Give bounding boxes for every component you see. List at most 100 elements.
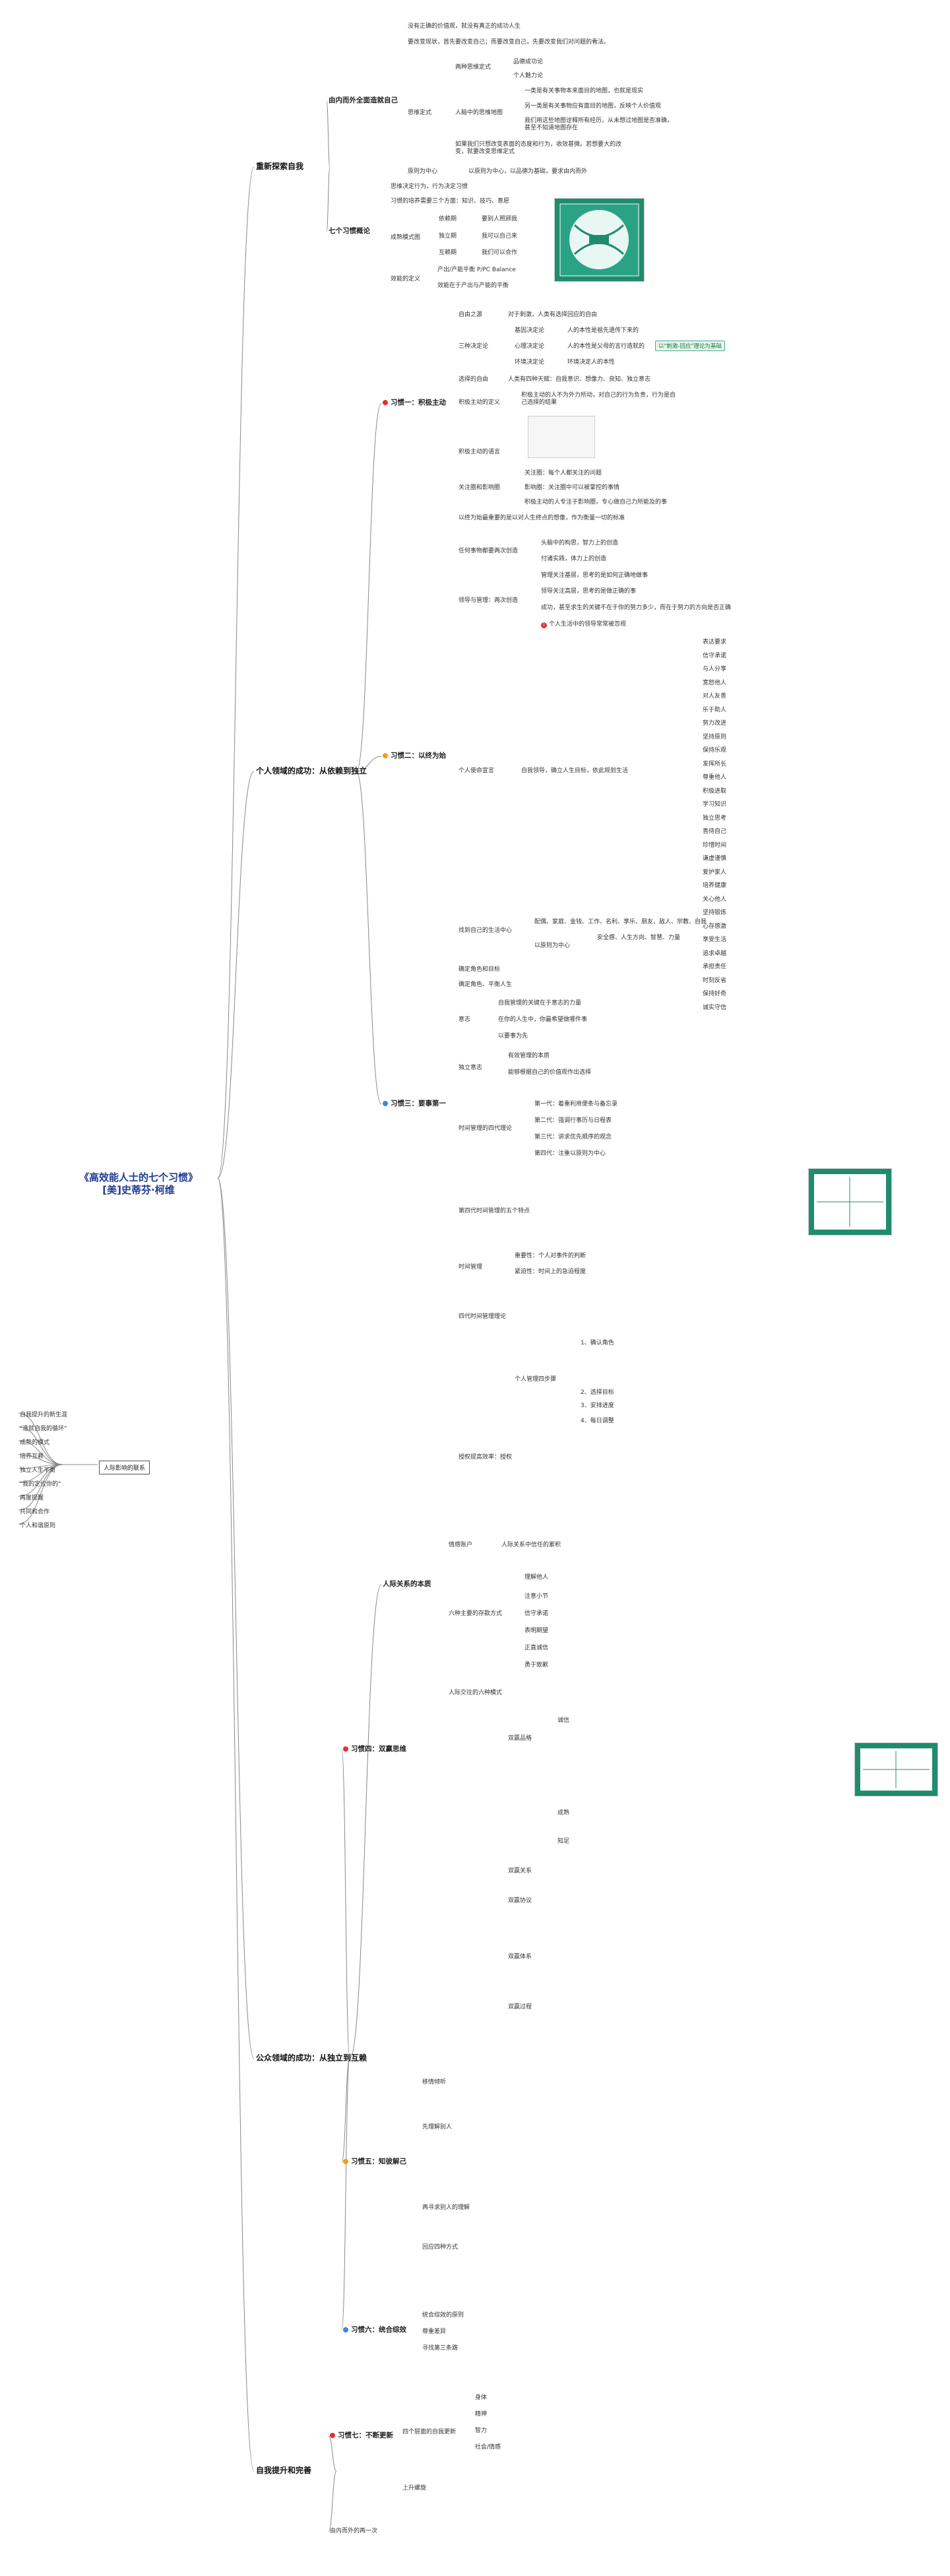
s1-p1[interactable]: 两种思维定式 (455, 64, 491, 71)
connector-line (356, 403, 382, 772)
section-self-renewal[interactable]: 自我提升和完善 (256, 2466, 312, 2475)
red-dot-icon-3 (330, 2433, 335, 2438)
h1-determinism[interactable]: 三种决定论 (459, 343, 489, 350)
h1-source[interactable]: 自由之源 (459, 312, 483, 318)
h1-definition[interactable]: 积极主动的定义 (459, 399, 501, 406)
h2-mission[interactable]: 个人使命宣言 (459, 768, 495, 774)
h3-four-steps[interactable]: 个人管理四步骤 (515, 1376, 557, 1383)
h1-source-text: 对于刺激，人类有选择回应的自由 (508, 312, 598, 318)
win-win-matrix-diagram (854, 1742, 938, 1797)
connector-line (341, 2058, 350, 2331)
h2-balance[interactable]: 确定角色、平衡人生 (459, 981, 513, 988)
s1-inside-out[interactable]: 由内而外全面造就自己 (329, 96, 398, 104)
connector-line (18, 1426, 63, 1465)
s3-nature[interactable]: 人际关系的本质 (383, 1580, 431, 1588)
h4-relationship[interactable]: 双赢关系 (508, 1868, 532, 1874)
s1-seven-habits-overview[interactable]: 七个习惯概论 (329, 227, 370, 235)
connector-line (326, 100, 331, 168)
h3-five-traits[interactable]: 第四代时间管理的五个特点 (459, 1208, 530, 1214)
h5-understand[interactable]: 先理解别人 (422, 2124, 453, 2130)
s1-p2[interactable]: 人脑中的思维地图 (455, 110, 503, 116)
left-branch-item[interactable]: 培养互赖 (20, 1453, 44, 1460)
mission-value-item: 追求卓越 (703, 950, 727, 957)
h1-freedom[interactable]: 选择的自由 (459, 376, 489, 383)
section-public-victory[interactable]: 公众领域的成功：从独立到互赖 (256, 2053, 367, 2063)
h3c3: 第三代：讲求优先顺序的观念 (534, 1134, 612, 1140)
left-branch-item[interactable]: 独立人生平衡 (20, 1467, 56, 1474)
connector-line (349, 1584, 382, 2059)
h7-inside-out-again[interactable]: 由内而外的再一次 (330, 2528, 378, 2534)
left-branch-item[interactable]: 共同和合作 (20, 1509, 50, 1515)
h6-third-way[interactable]: 寻找第三条路 (422, 2345, 459, 2352)
habit1[interactable]: 习惯一：积极主动 (383, 399, 446, 407)
h4-system[interactable]: 双赢体系 (508, 1954, 532, 1960)
left-branch-item[interactable]: 个人和谐原则 (20, 1523, 56, 1529)
warning-icon: ! (541, 622, 547, 628)
habit2[interactable]: 习惯二：以终为始 (383, 752, 446, 760)
left-branch-item[interactable]: 自我提升的新生涯 (20, 1412, 68, 1418)
left-branch-item[interactable]: "我的定位你的" (20, 1481, 61, 1488)
h1b3: 环境决定论 (515, 359, 545, 366)
left-branch-item[interactable]: "造就自我的循环" (20, 1426, 67, 1432)
h6-respect[interactable]: 尊重差异 (422, 2328, 447, 2335)
h4-agreement[interactable]: 双赢协议 (508, 1898, 532, 1904)
h3-delegation[interactable]: 授权提高效率：授权 (459, 1454, 513, 1461)
mission-value-item: 保持乐观 (703, 747, 727, 754)
h6-principle[interactable]: 统合综效的原则 (422, 2312, 464, 2319)
h3-will[interactable]: 意志 (459, 1016, 471, 1023)
h4a3: 知足 (557, 1838, 570, 1845)
section-personal-victory[interactable]: 个人领域的成功：从依赖到独立 (256, 766, 367, 776)
time-matrix-diagram (808, 1168, 892, 1236)
h2-center[interactable]: 找到自己的生活中心 (459, 927, 513, 934)
s1-b2: 习惯的培养需要三个方面：知识、技巧、意愿 (391, 198, 510, 205)
left-branch-item[interactable]: 成熟的模式 (20, 1439, 50, 1446)
connector-line (217, 1177, 255, 2059)
h2-lead-manage[interactable]: 领导与管理：两次创造 (459, 597, 519, 604)
h5-be-understood[interactable]: 再寻求别人的理解 (422, 2204, 470, 2211)
h4-process[interactable]: 双赢过程 (508, 2004, 532, 2010)
h1-language[interactable]: 积极主动的语言 (459, 449, 501, 455)
h4-character[interactable]: 双赢品格 (508, 1735, 532, 1742)
h2-roles[interactable]: 确定角色和目标 (459, 966, 501, 973)
h3-four-gen-theory[interactable]: 四代时间管理理论 (459, 1313, 507, 1320)
mission-value-item: 宽恕他人 (703, 679, 727, 686)
section-rediscover-self[interactable]: 重新探索自我 (256, 162, 304, 171)
mission-value-item: 培养健康 (703, 882, 727, 889)
h3-time-mgmt[interactable]: 时间管理 (459, 1264, 483, 1271)
s1-p2c: 我们用这些地图诠释所有经历，从未想过地图是否准确，甚至不知道地图存在 (524, 117, 674, 131)
h3c2: 第二代：强调行事历与日程表 (534, 1117, 612, 1124)
h2-two-creations[interactable]: 任何事物都要两次创造 (459, 548, 519, 554)
s1-p2d: 如果我们只想改变表面的态度和行为，收效甚微。若想要大的改变，就要改变思维定式 (455, 141, 622, 155)
h3-four-generations[interactable]: 时间管理的四代理论 (459, 1125, 513, 1132)
h5-responses[interactable]: 回应四种方式 (422, 2244, 459, 2251)
habit7-label: 习惯七：不断更新 (338, 2431, 393, 2439)
book-author: [美]史蒂芬·柯维 (102, 1184, 175, 1196)
h3-independent-will[interactable]: 独立意志 (459, 1065, 483, 1071)
s1-p1a: 品德成功论 (513, 59, 544, 65)
mission-value-item: 谦虚谨慎 (703, 855, 727, 862)
habit7[interactable]: 习惯七：不断更新 (330, 2432, 393, 2439)
habit3[interactable]: 习惯三：要事第一 (383, 1100, 446, 1107)
habit6[interactable]: 习惯六：统合综效 (343, 2327, 406, 2334)
s1-effectiveness[interactable]: 效能的定义 (391, 276, 421, 282)
stimulus-response-tag: 以"刺激-回应"理论为基础 (655, 341, 725, 351)
s1-maturity[interactable]: 成熟模式图 (391, 234, 421, 241)
h1-circles[interactable]: 关注圈和影响圈 (459, 484, 501, 491)
h7-upward-spiral[interactable]: 上升螺旋 (402, 2485, 427, 2492)
s1-m3t: 我们可以合作 (482, 249, 518, 256)
s3-b3: 信守承诺 (524, 1610, 549, 1617)
s3-six-paradigms[interactable]: 人际交往的六种模式 (449, 1690, 503, 1696)
h7-four-dims[interactable]: 四个层面的自我更新 (402, 2429, 457, 2435)
h3g4: 4、每日调整 (581, 1418, 614, 1424)
s1-principle[interactable]: 原则为中心 (408, 168, 438, 175)
habit4[interactable]: 习惯四：双赢思维 (343, 1746, 406, 1753)
left-branch-title[interactable]: 人际影响的联系 (99, 1461, 150, 1474)
s3-emotional-account[interactable]: 情感账户 (449, 1542, 473, 1548)
s3-six-deposits[interactable]: 六种主要的存款方式 (449, 1610, 503, 1617)
h1b1t: 人的本性是祖先遗传下来的 (567, 327, 639, 334)
s1-paradigm[interactable]: 思维定式 (408, 110, 432, 116)
left-branch-item[interactable]: 再度提醒 (20, 1495, 44, 1502)
habit5[interactable]: 习惯五：知彼解己 (343, 2158, 406, 2165)
h5-listening[interactable]: 移情倾听 (422, 2079, 447, 2086)
